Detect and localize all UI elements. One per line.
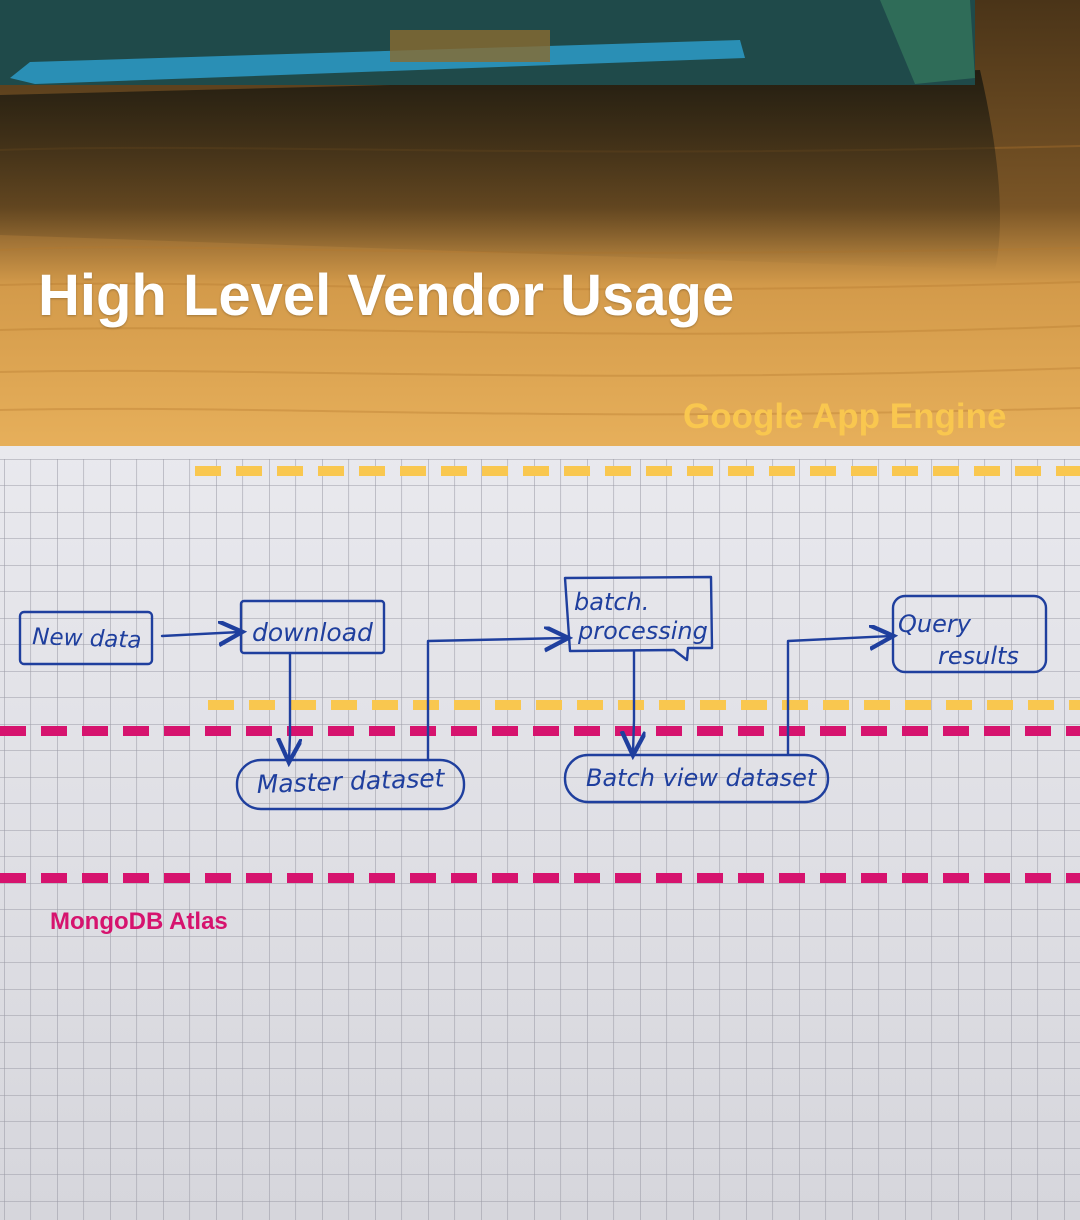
arrow-batch-to-view (633, 650, 634, 753)
arrow-download-to-master (289, 652, 290, 760)
arrow-master-to-batch (426, 638, 566, 762)
node-pill-batch-view (563, 753, 830, 804)
node-query-line1-label: Query (898, 610, 972, 638)
arrow-view-to-query (786, 636, 891, 756)
handwritten-flow (18, 575, 1048, 811)
node-query-line2-label: results (938, 642, 1019, 670)
node-master-dataset-label: Master dataset (256, 763, 446, 799)
node-box-batch-processing (563, 575, 714, 662)
node-new-data-label: New data (32, 624, 142, 654)
graph-paper-grid (0, 459, 1080, 1220)
pencil-case-edge (880, 0, 975, 84)
node-download-label: download (252, 618, 373, 647)
pen (10, 40, 745, 84)
node-pill-master-dataset (235, 758, 466, 811)
node-batch-line2-label: processing (577, 617, 708, 645)
page-title: High Level Vendor Usage (38, 263, 735, 328)
zone-label-google-app-engine: Google App Engine (683, 397, 1007, 436)
zone-label-mongodb-atlas: MongoDB Atlas (50, 908, 228, 935)
node-batch-line1-label: batch. (574, 588, 649, 616)
pencil-case-shadow (0, 70, 1000, 270)
arrow-newdata-to-download (160, 632, 240, 636)
pen-section (390, 30, 550, 62)
node-box-new-data (18, 610, 154, 666)
node-batch-view-label: Batch view dataset (586, 764, 818, 792)
